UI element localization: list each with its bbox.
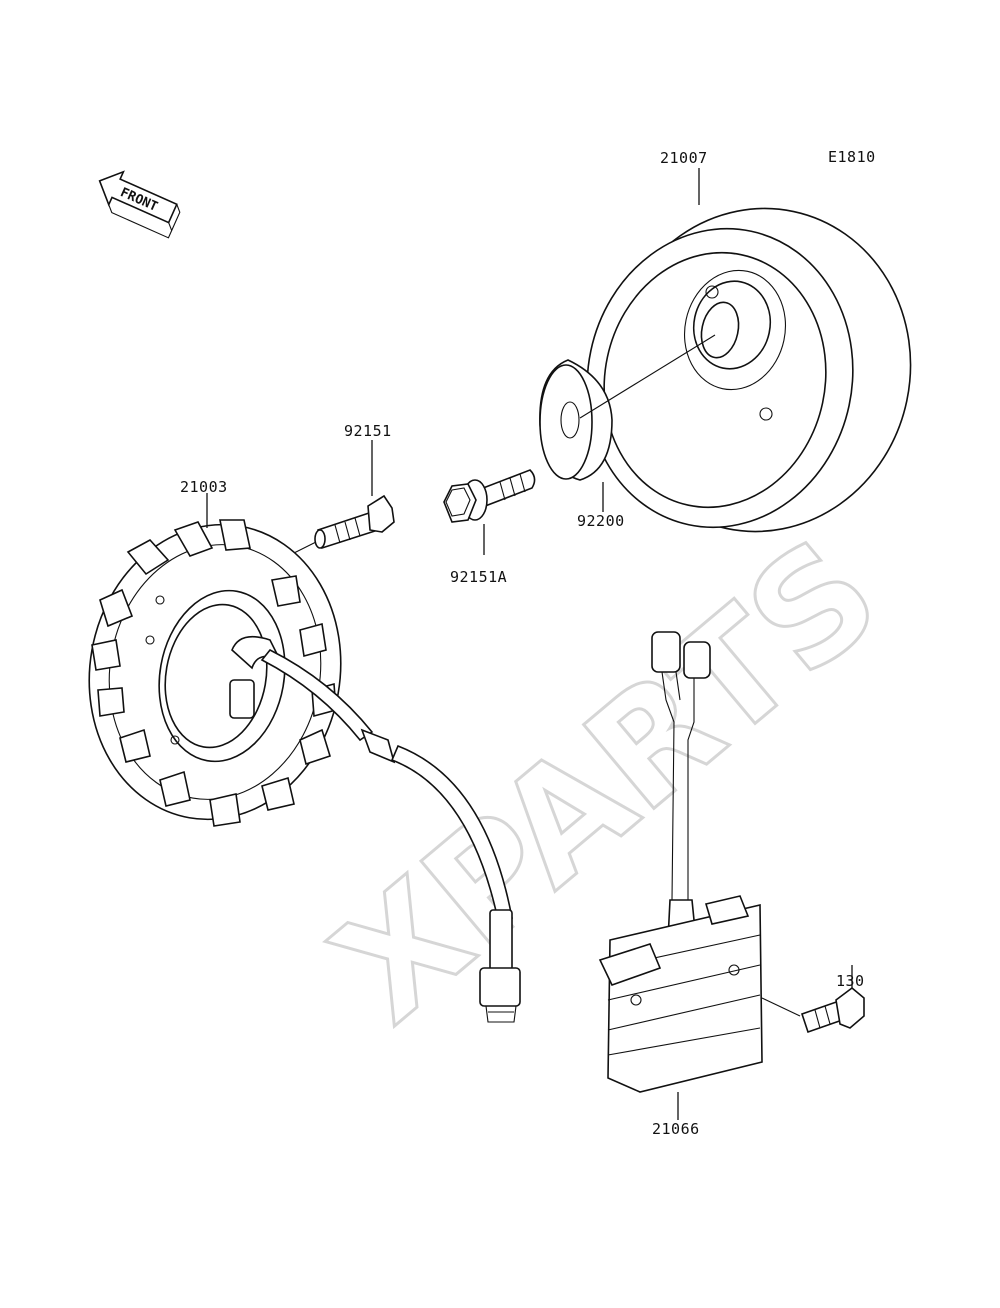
label-92200[interactable]: 92200 (577, 512, 625, 530)
front-arrow-icon: FRONT (98, 170, 181, 239)
bolt-92151[interactable] (314, 494, 395, 550)
alignment-line-collar (579, 334, 716, 419)
flywheel-21007[interactable] (560, 180, 941, 559)
label-92151A[interactable]: 92151A (450, 568, 507, 586)
stator-21003[interactable] (66, 505, 364, 840)
regulator-21066[interactable] (598, 631, 763, 1093)
stator-wire-harness[interactable] (260, 648, 521, 1023)
diagram-code: E1810 (828, 148, 876, 166)
label-92151[interactable]: 92151 (344, 422, 392, 440)
bolt-92151A[interactable] (443, 469, 536, 523)
label-130[interactable]: 130 (836, 972, 865, 990)
bolt-130[interactable] (800, 986, 865, 1034)
label-21066[interactable]: 21066 (652, 1120, 700, 1138)
collar-92200[interactable] (539, 359, 613, 481)
alignment-line-reg-bolt (761, 997, 801, 1017)
label-21007[interactable]: 21007 (660, 149, 708, 167)
label-21003[interactable]: 21003 (180, 478, 228, 496)
